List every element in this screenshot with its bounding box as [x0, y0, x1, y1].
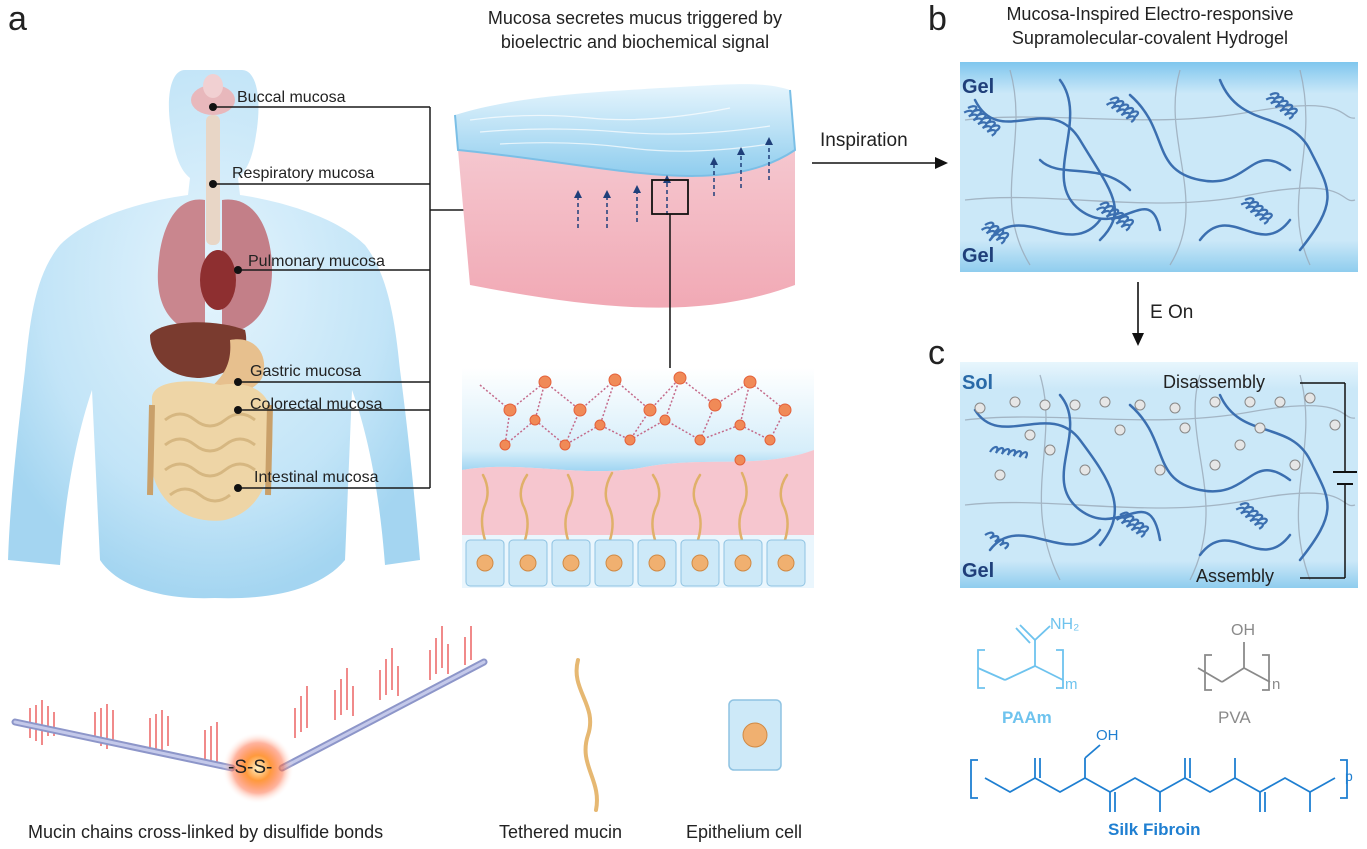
mucosa-title-line-1: Mucosa secretes mucus triggered by — [487, 8, 783, 28]
panel-label-a: a — [8, 0, 27, 38]
hydrogel-title-line-1: Mucosa-Inspired Electro-responsive — [1006, 4, 1294, 24]
pva-label: PVA — [1218, 708, 1251, 727]
panel-label-c: c — [928, 334, 945, 372]
organ-label-buccal: Buccal mucosa — [237, 89, 346, 106]
gel-b-top-label: Gel — [962, 76, 995, 98]
assembly-label: Assembly — [1196, 566, 1275, 586]
paam-repeat-subscript: m — [1065, 676, 1078, 693]
mucosa-title-line-2: bioelectric and biochemical signal — [500, 32, 770, 52]
hydrogel-title-line-2: Supramolecular-covalent Hydrogel — [1011, 28, 1289, 48]
pva-hydroxyl-group: OH — [1231, 622, 1255, 639]
pva-repeat-subscript: n — [1272, 676, 1281, 693]
paam-amide-group: NH₂ — [1050, 616, 1080, 633]
disulfide-bond-label: -S-S- — [228, 757, 273, 778]
hydrogel-title: Mucosa-Inspired Electro-responsive Supra… — [945, 2, 1355, 50]
e-on-label: E On — [1150, 302, 1194, 323]
tethered-mucin-caption: Tethered mucin — [499, 822, 623, 842]
organ-label-colorectal: Colorectal mucosa — [250, 396, 383, 413]
paam-label: PAAm — [1002, 708, 1052, 727]
silk-hydroxyl-group: OH — [1096, 727, 1119, 744]
mucin-chains-caption: Mucin chains cross-linked by disulfide b… — [28, 822, 384, 842]
disassembly-label: Disassembly — [1163, 372, 1266, 392]
organ-label-respiratory: Respiratory mucosa — [232, 165, 375, 182]
organ-label-pulmonary: Pulmonary mucosa — [248, 253, 385, 270]
sol-c-top-label: Sol — [962, 372, 994, 394]
inspiration-label: Inspiration — [820, 130, 908, 151]
organ-label-intestinal: Intestinal mucosa — [254, 469, 379, 486]
gel-c-bottom-label: Gel — [962, 560, 995, 582]
silk-fibroin-label: Silk Fibroin — [1108, 820, 1201, 839]
panel-label-b: b — [928, 0, 947, 38]
silk-repeat-subscript: p — [1345, 768, 1353, 784]
epithelium-cell-caption: Epithelium cell — [686, 822, 803, 842]
organ-label-gastric: Gastric mucosa — [250, 363, 362, 380]
mucosa-title: Mucosa secretes mucus triggered by bioel… — [430, 6, 840, 54]
gel-b-bottom-label: Gel — [962, 245, 995, 267]
